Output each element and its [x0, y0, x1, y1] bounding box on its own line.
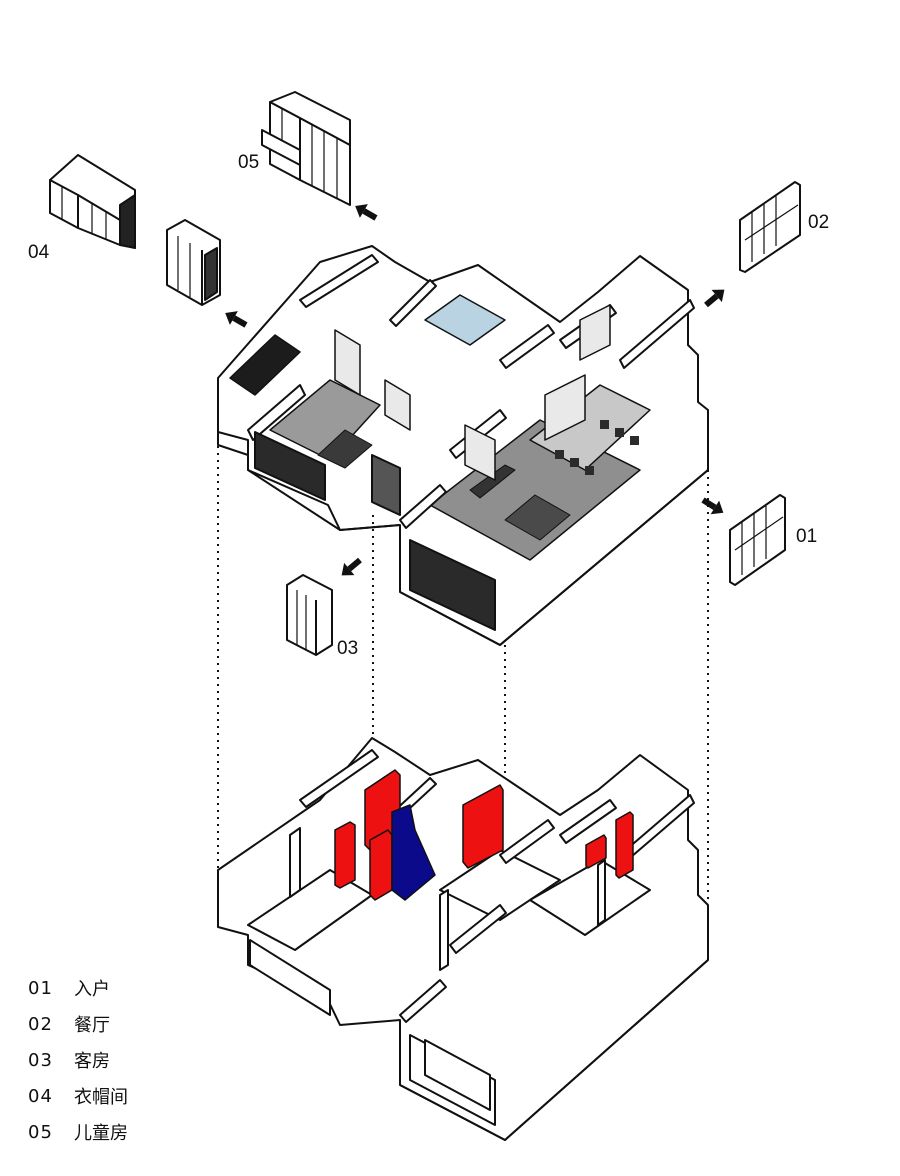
lower-rooms	[247, 849, 651, 1126]
red-wall-f	[615, 811, 634, 879]
red-wall-e	[585, 834, 607, 869]
sofa	[504, 494, 571, 541]
cabinet-05	[261, 91, 351, 206]
marble-closet	[229, 334, 301, 396]
cabinet-03	[286, 574, 333, 656]
red-wall-b	[462, 784, 504, 869]
highlight-walls	[334, 769, 634, 901]
legend-label: 入户	[74, 979, 110, 1000]
legend-row: 04 衣帽间	[28, 1078, 128, 1114]
arrow-02	[704, 289, 725, 308]
callout-03: 03	[337, 638, 358, 659]
rug	[317, 429, 373, 469]
lower-interior-walls	[289, 749, 695, 1023]
callout-labels: 05 04 02 01 03	[28, 152, 829, 659]
legend-row: 02 餐厅	[28, 1006, 128, 1042]
cabinet-04-b	[166, 219, 221, 306]
legend-number: 04	[28, 1085, 53, 1107]
legend-row: 01 入户	[28, 970, 128, 1006]
plan-cabinets	[334, 304, 611, 481]
kids-floor	[424, 294, 506, 346]
explode-arrows	[225, 204, 725, 576]
legend-label: 儿童房	[74, 1123, 128, 1144]
bedroom-floor	[269, 379, 381, 461]
slab-edge-right	[399, 469, 709, 646]
legend-number: 01	[28, 977, 53, 999]
slab-edge-front	[217, 432, 401, 531]
callout-02: 02	[808, 212, 829, 233]
windows	[254, 431, 496, 631]
callout-01: 01	[796, 526, 817, 547]
legend-number: 05	[28, 1121, 53, 1143]
cabinet-modules	[49, 91, 801, 656]
projection-lines	[217, 432, 709, 1085]
wall-structure-plan	[217, 737, 709, 1141]
legend-row: 05 儿童房	[28, 1114, 128, 1150]
arrow-03	[341, 557, 362, 576]
legend-number: 02	[28, 1013, 53, 1035]
red-wall-d	[369, 829, 393, 901]
cabinet-01	[729, 494, 786, 586]
arrow-05	[355, 204, 378, 221]
cabinet-04	[49, 154, 136, 249]
callout-05: 05	[238, 152, 259, 173]
legend-label: 衣帽间	[74, 1087, 128, 1108]
cabinet-02	[739, 181, 801, 273]
arrow-04	[225, 311, 248, 328]
legend-label: 餐厅	[74, 1015, 110, 1036]
dining-chairs	[555, 420, 639, 475]
lower-slab-edge	[399, 959, 709, 1141]
furnished-floor-plan	[217, 245, 709, 646]
arrow-01	[701, 497, 724, 515]
legend-row: 03 客房	[28, 1042, 128, 1078]
blue-wall	[391, 804, 436, 901]
red-wall-c	[334, 821, 356, 889]
legend-label: 客房	[74, 1051, 110, 1072]
legend-number: 03	[28, 1049, 53, 1071]
legend: 01 入户 02 餐厅 03 客房 04 衣帽间 05 儿童房	[28, 970, 128, 1150]
callout-04: 04	[28, 242, 50, 263]
